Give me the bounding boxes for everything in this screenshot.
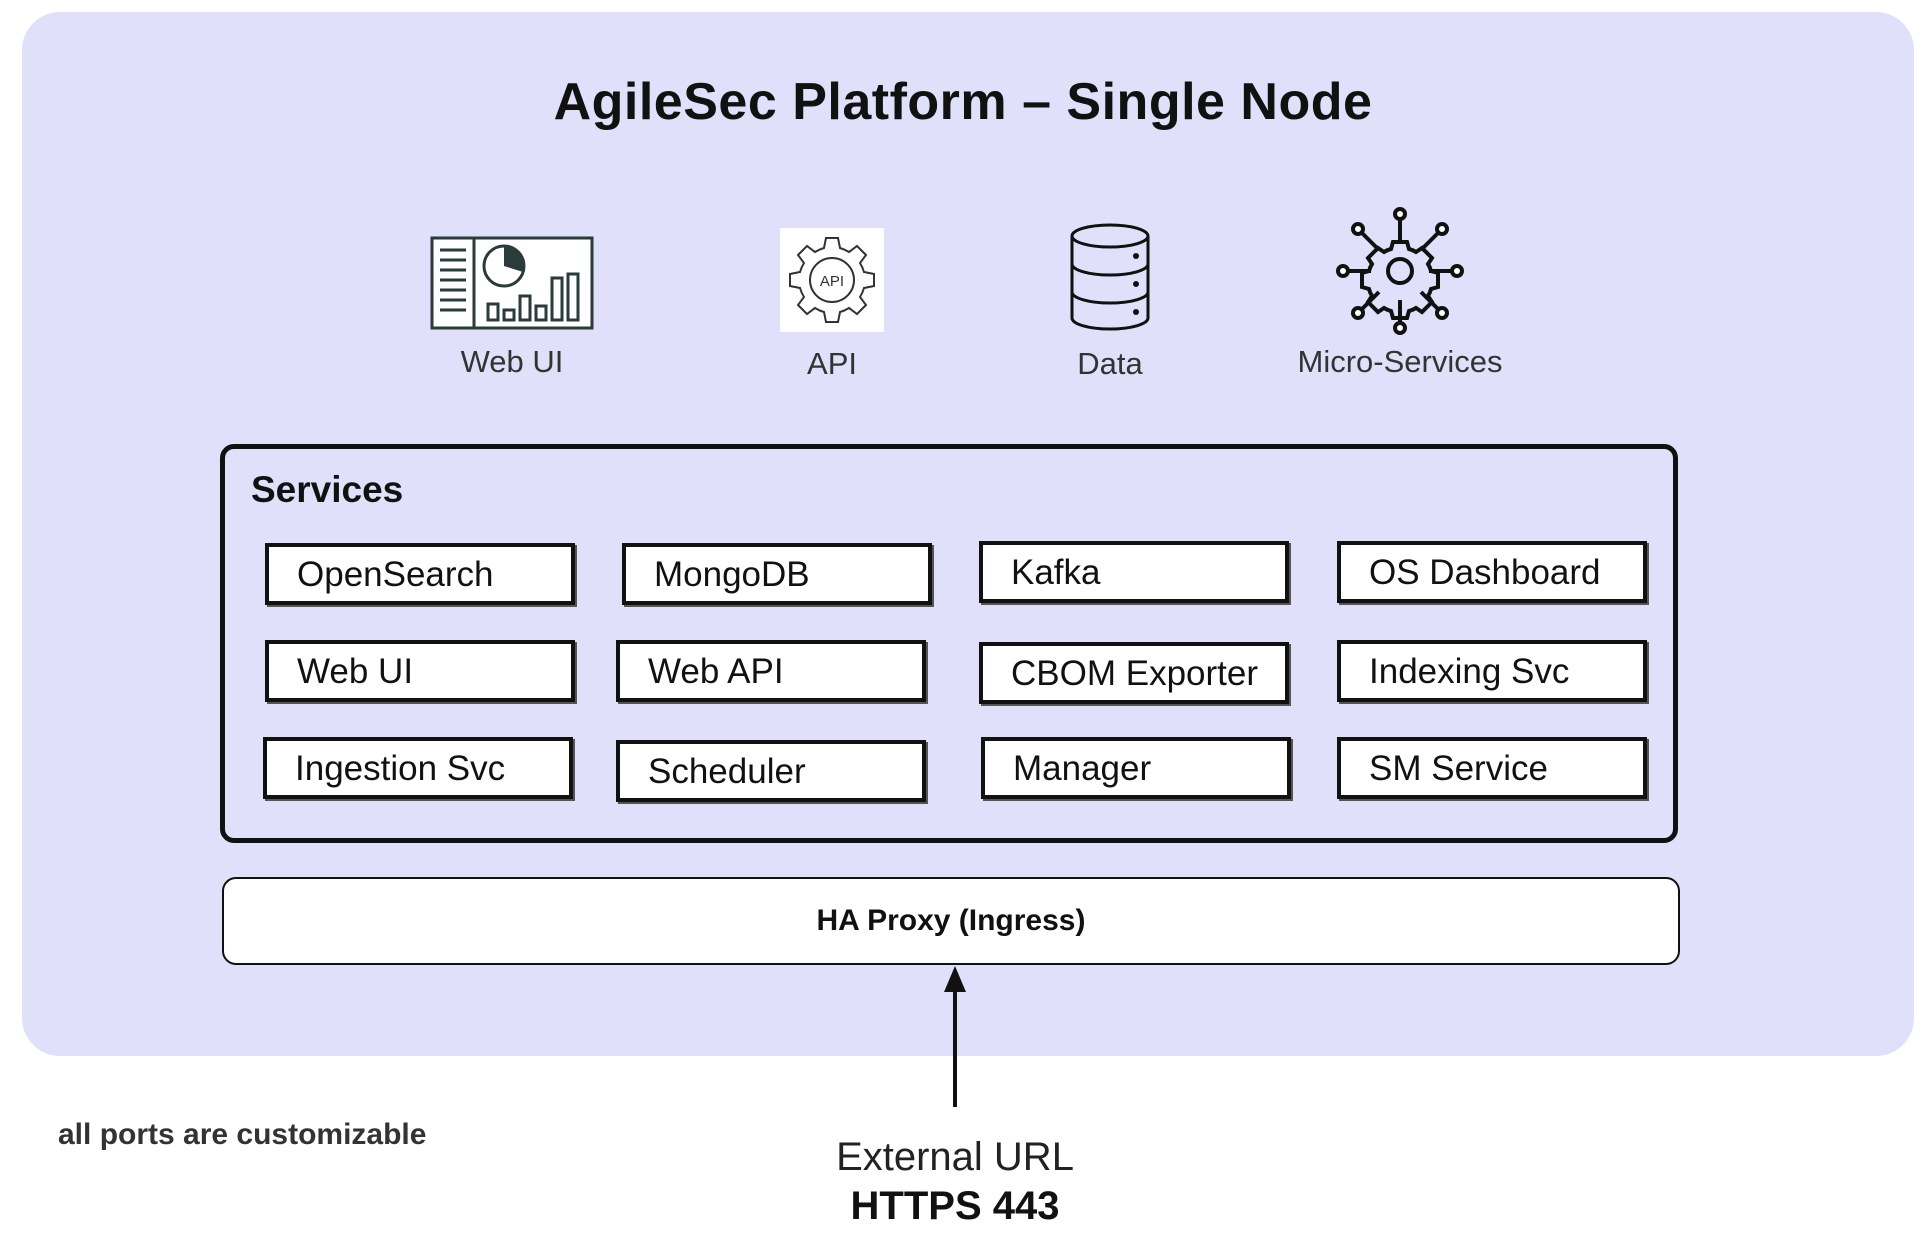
web-ui-icon-group: Web UI: [412, 236, 612, 380]
data-icon-label: Data: [1077, 346, 1143, 381]
micro-services-icon-group: Micro-Services: [1280, 206, 1520, 380]
services-box: Services OpenSearch MongoDB Kafka OS Das…: [220, 444, 1678, 843]
api-icon-label: API: [807, 346, 857, 381]
service-scheduler: Scheduler: [616, 740, 926, 802]
micro-services-icon-label: Micro-Services: [1297, 344, 1503, 379]
service-web-api: Web API: [616, 640, 926, 702]
data-icon-group: Data: [1030, 222, 1190, 382]
service-cbom-exporter: CBOM Exporter: [979, 642, 1289, 704]
ports-note: all ports are customizable: [58, 1118, 427, 1151]
web-ui-icon-label: Web UI: [460, 344, 564, 379]
service-manager: Manager: [981, 737, 1291, 799]
service-opensearch: OpenSearch: [265, 543, 575, 605]
microservices-gear-icon: [1336, 207, 1464, 335]
service-ingestion-svc: Ingestion Svc: [263, 737, 573, 799]
diagram-title: AgileSec Platform – Single Node: [553, 73, 1373, 131]
dashboard-icon: [430, 236, 594, 330]
service-mongodb: MongoDB: [622, 543, 932, 605]
ha-proxy-box: HA Proxy (Ingress): [222, 877, 1680, 965]
api-gear-icon: API: [780, 228, 884, 332]
svg-text:API: API: [820, 273, 844, 290]
database-icon: [1070, 223, 1150, 331]
service-web-ui: Web UI: [265, 640, 575, 702]
service-os-dashboard: OS Dashboard: [1337, 541, 1647, 603]
external-url-label: External URL: [836, 1135, 1074, 1179]
external-port-label: HTTPS 443: [850, 1184, 1060, 1228]
service-sm-service: SM Service: [1337, 737, 1647, 799]
api-icon-group: API API: [742, 228, 922, 382]
services-title: Services: [251, 469, 404, 510]
service-kafka: Kafka: [979, 541, 1289, 603]
service-indexing-svc: Indexing Svc: [1337, 640, 1647, 702]
